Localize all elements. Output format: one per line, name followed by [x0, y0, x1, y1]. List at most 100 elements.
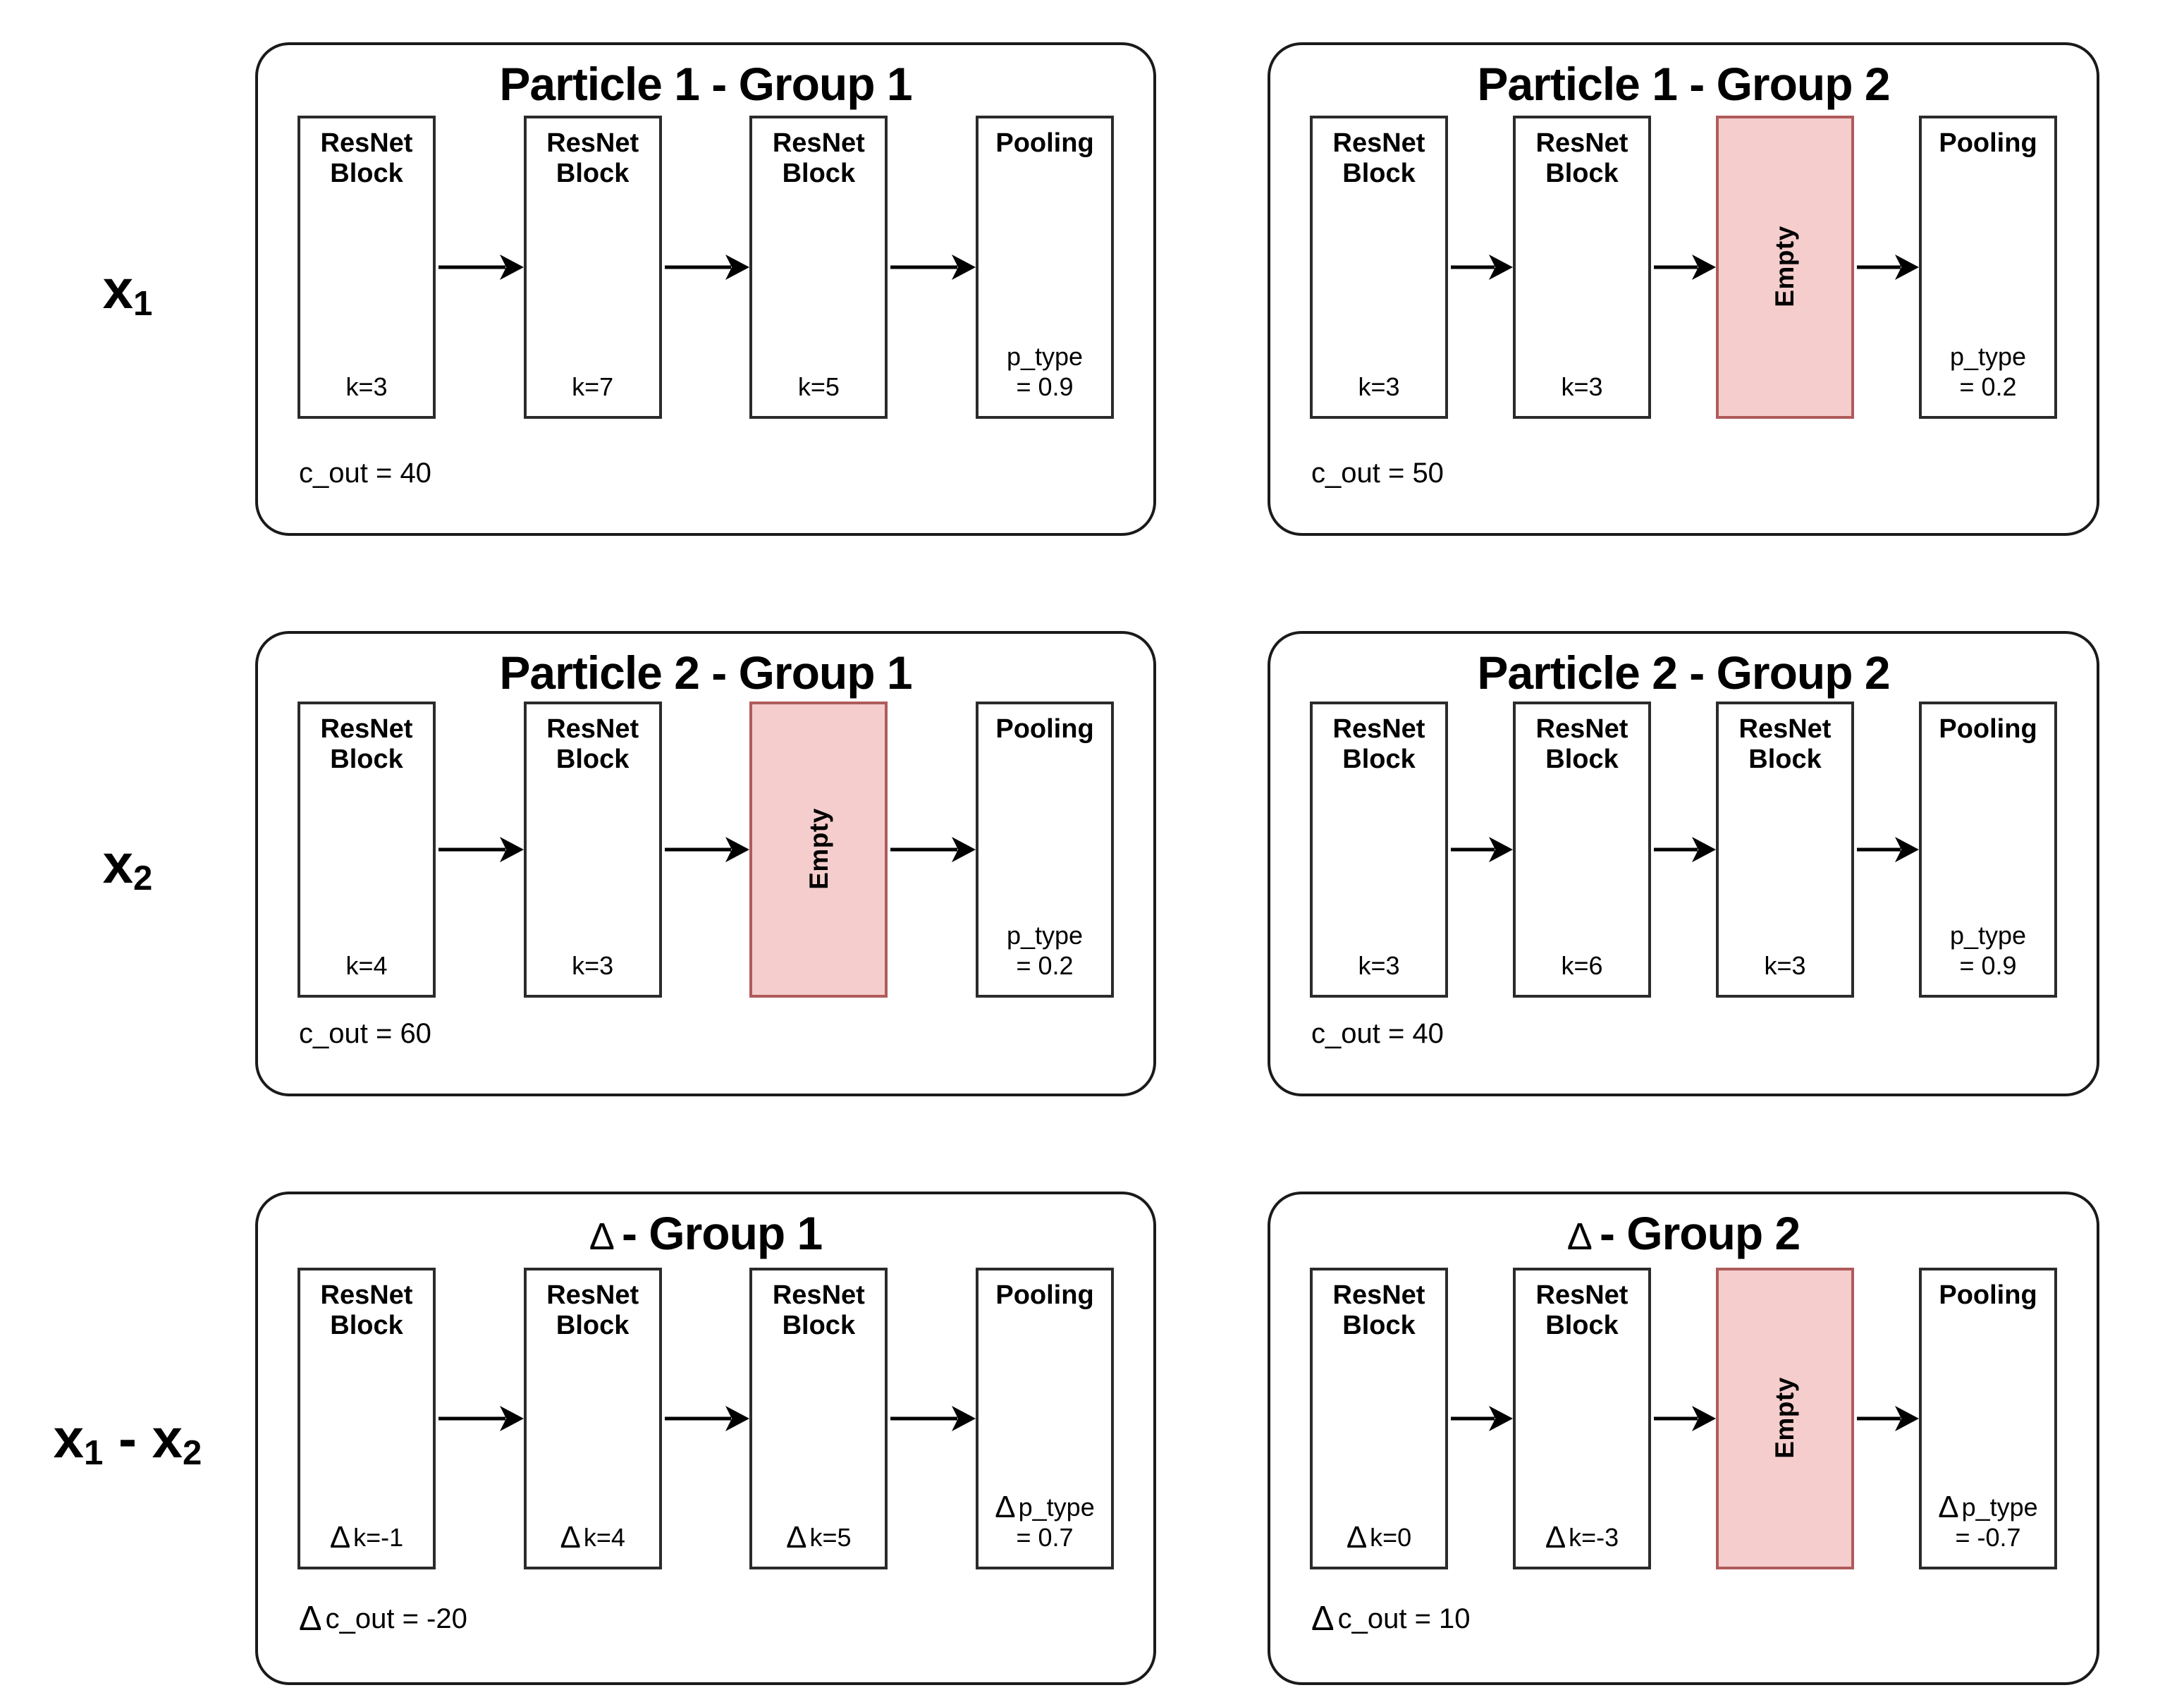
flow-arrow-1: [1651, 116, 1716, 419]
block-parameter: k=7: [572, 372, 614, 401]
block-parameter: k=3: [345, 372, 388, 401]
delta-icon: Δ: [589, 1216, 622, 1258]
arrow-shaft: [1451, 1416, 1495, 1421]
block-parameter: k=3: [1358, 372, 1400, 401]
empty-block: Empty: [1716, 1268, 1854, 1569]
panel-title: Particle 1 - Group 1: [499, 58, 912, 110]
row-label: x1: [102, 257, 153, 324]
flow-arrow-1: [1651, 1268, 1716, 1569]
arrowhead-icon: [1895, 253, 1919, 281]
block-parameter: p_type = 0.2: [1006, 921, 1084, 980]
delta-icon: Δ: [995, 1490, 1016, 1525]
arrow-shaft: [1857, 265, 1901, 269]
block-title: ResNet Block: [1332, 128, 1425, 188]
block-title: ResNet Block: [772, 1280, 865, 1340]
flow-arrow-1: [1651, 702, 1716, 998]
channel-output-label: c_out = 40: [299, 458, 431, 489]
block-title: ResNet Block: [546, 128, 639, 188]
panel-title: Δ - Group 2: [1566, 1207, 1801, 1259]
block-title: ResNet Block: [320, 128, 413, 188]
empty-block-label: Empty: [1769, 226, 1799, 307]
arrow-shaft: [438, 1416, 505, 1421]
arrowhead-icon: [952, 253, 976, 281]
channel-output-label: c_out = 50: [1311, 458, 1444, 489]
flow-arrow-1: [662, 1268, 750, 1569]
panel-title: Particle 1 - Group 2: [1477, 58, 1890, 110]
block-parameter: p_type = 0.2: [1949, 342, 2027, 401]
block-title: Pooling: [1939, 128, 2037, 158]
arrowhead-icon: [725, 835, 750, 864]
block-title: ResNet Block: [1535, 1280, 1628, 1340]
arrowhead-icon: [1489, 835, 1513, 864]
resnet-block: ResNet Block k=3: [297, 116, 436, 419]
flow-arrow-2: [1854, 1268, 1919, 1569]
block-title: Pooling: [995, 714, 1094, 744]
row-label-subscript: 1: [84, 1434, 104, 1473]
arrowhead-icon: [952, 1404, 976, 1433]
arrowhead-icon: [499, 835, 524, 864]
arrow-shaft: [664, 265, 732, 269]
block-parameter: k=3: [1561, 372, 1603, 401]
flow-arrow-1: [662, 116, 750, 419]
arrowhead-icon: [1692, 835, 1716, 864]
resnet-block: ResNet Block k=3: [1310, 702, 1448, 998]
arrow-shaft: [890, 847, 958, 852]
channel-output-label: c_out = 40: [1311, 1018, 1444, 1049]
arrowhead-icon: [1895, 835, 1919, 864]
block-title: Pooling: [1939, 714, 2037, 744]
arrow-shaft: [1654, 847, 1698, 852]
arrow-shaft: [438, 847, 505, 852]
arrow-shaft: [890, 1416, 958, 1421]
delta-icon: Δ: [1545, 1519, 1566, 1555]
arrowhead-icon: [499, 1404, 524, 1433]
delta-icon: Δ: [786, 1519, 807, 1555]
block-title: ResNet Block: [1332, 714, 1425, 774]
arrow-shaft: [1451, 847, 1495, 852]
arrowhead-icon: [1692, 253, 1716, 281]
block-pipeline: ResNet Block k=3 ResNet Block k=3 Empty Pooli…: [1310, 116, 2057, 419]
block-title: ResNet Block: [546, 1280, 639, 1340]
panel-title: Particle 2 - Group 1: [499, 647, 912, 699]
arrowhead-icon: [1489, 1404, 1513, 1433]
block-title: ResNet Block: [772, 128, 865, 188]
flow-arrow-0: [1448, 1268, 1513, 1569]
resnet-block: ResNet Block k=7: [523, 116, 662, 419]
delta-icon: Δ: [1566, 1216, 1600, 1258]
block-parameter: k=6: [1561, 950, 1603, 980]
block-title: ResNet Block: [1535, 128, 1628, 188]
flow-arrow-0: [436, 1268, 524, 1569]
panel-title: Δ - Group 1: [589, 1207, 823, 1259]
row-label-subscript: 2: [133, 859, 153, 898]
block-parameter: k=3: [1358, 950, 1400, 980]
arrowhead-icon: [1692, 1404, 1716, 1433]
empty-block-label: Empty: [804, 808, 833, 890]
block-title: ResNet Block: [320, 1280, 413, 1340]
block-title: Pooling: [1939, 1280, 2037, 1310]
channel-output-label: c_out = 60: [299, 1018, 431, 1049]
panel-title: Particle 2 - Group 2: [1477, 647, 1890, 699]
group-panel: Particle 2 - Group 2 ResNet Block k=3 ResNe…: [1268, 631, 2099, 1096]
flow-arrow-2: [888, 116, 976, 419]
arrowhead-icon: [952, 835, 976, 864]
arrow-shaft: [1857, 847, 1901, 852]
pooling-block: Pooling p_type = 0.2: [1919, 116, 2057, 419]
